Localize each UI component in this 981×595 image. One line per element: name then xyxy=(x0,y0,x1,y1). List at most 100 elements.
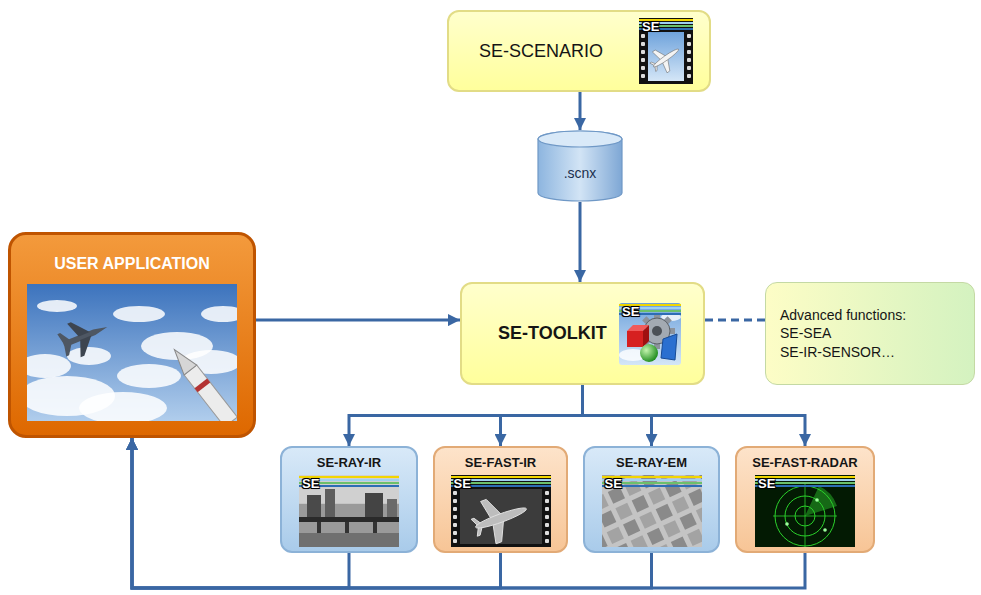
icon-picture-part xyxy=(695,505,701,522)
icon-picture-part xyxy=(687,34,691,38)
scene-picture xyxy=(27,284,237,421)
icon-picture-part xyxy=(627,331,643,347)
tool-box: SE-TOOLKITSE xyxy=(460,282,705,385)
icon-picture-part xyxy=(687,74,691,78)
icon-picture-part xyxy=(453,499,457,503)
icon-picture-part xyxy=(652,326,662,336)
icon-picture-part xyxy=(655,504,672,521)
product-icon: SE xyxy=(451,475,551,547)
scene-picture-part xyxy=(113,306,165,322)
note-box: Advanced functions:SE-SEASE-IR-SENSOR… xyxy=(765,282,975,385)
icon-picture-part xyxy=(687,529,702,546)
box-title: SE-SCENARIO xyxy=(479,41,603,62)
icon-picture-part xyxy=(602,534,608,547)
icon-picture-part xyxy=(687,58,691,62)
icon-picture-part xyxy=(365,493,383,519)
icon-picture-part xyxy=(687,66,691,70)
icon-picture-part xyxy=(466,488,534,547)
icon-picture-part xyxy=(639,511,656,528)
icon-picture-part xyxy=(645,39,685,78)
scene-picture-part xyxy=(168,345,197,375)
icon-picture-part xyxy=(545,523,549,527)
icon-picture-part xyxy=(299,517,399,522)
icon-picture-part xyxy=(654,544,671,547)
icon-picture-part xyxy=(641,58,645,62)
icon-picture-part xyxy=(453,507,457,511)
icon-picture-part xyxy=(643,325,649,347)
icon-picture-part xyxy=(453,491,457,495)
icon-picture-part xyxy=(307,495,321,519)
icon-picture-part xyxy=(679,512,696,529)
icon-picture-part xyxy=(614,543,631,547)
icon-picture-part xyxy=(639,18,693,84)
icon-picture-part xyxy=(755,475,855,547)
box-title: USER APPLICATION xyxy=(54,255,210,273)
icon-picture-part xyxy=(602,475,702,547)
icon-picture-part xyxy=(474,505,528,531)
icon-logo: SE xyxy=(602,475,702,490)
scene-picture-part xyxy=(57,316,111,357)
icon-picture-part xyxy=(453,515,457,519)
icon-picture-part xyxy=(641,42,645,46)
icon-picture-part xyxy=(299,475,399,547)
flow-arrow xyxy=(256,319,460,322)
icon-picture-part xyxy=(823,528,827,532)
scene-picture-part xyxy=(117,364,181,388)
icon-picture-part xyxy=(545,539,549,543)
box-title: SE-RAY-EM xyxy=(616,456,687,471)
icon-picture-part xyxy=(671,496,688,513)
flow-arrow xyxy=(579,92,582,130)
icon-picture-part xyxy=(688,489,702,506)
icon-picture-part xyxy=(785,522,789,526)
flow-arrow xyxy=(501,385,583,446)
product-icon: SE xyxy=(602,475,702,547)
dashed-link xyxy=(705,319,765,322)
icon-picture-part xyxy=(387,499,397,519)
scene-picture-part xyxy=(201,306,237,322)
icon-picture-part xyxy=(630,535,647,547)
product-icon: SE xyxy=(639,18,693,84)
cylinder-outline-part xyxy=(538,131,622,147)
icon-picture-part xyxy=(640,344,658,362)
scene-picture-part xyxy=(27,354,71,378)
note-item: SE-IR-SENSOR… xyxy=(780,344,895,360)
icon-picture-part xyxy=(815,498,819,502)
box-title: SE-RAY-IR xyxy=(317,456,382,471)
icon-picture-part xyxy=(606,527,623,544)
icon-logo: SE xyxy=(619,303,681,318)
flow-arrow xyxy=(583,385,806,446)
flow-arrow xyxy=(579,202,582,282)
tool-box: SE-SCENARIO SE xyxy=(447,10,711,92)
icon-picture-part xyxy=(694,545,701,547)
icon-picture-part xyxy=(805,484,806,547)
icon-picture-part xyxy=(648,32,684,81)
scene-picture-part xyxy=(37,300,77,312)
icon-logo: SE xyxy=(299,475,399,490)
icon-picture-part xyxy=(453,523,457,527)
icon-picture-part xyxy=(602,510,616,527)
icon-picture-part xyxy=(602,494,609,511)
box-title: SE-FAST-RADAR xyxy=(752,456,857,471)
scene-picture-part xyxy=(184,365,237,421)
icon-picture-part xyxy=(545,491,549,495)
icon-picture-part xyxy=(687,50,691,54)
flow-arrow xyxy=(132,438,652,588)
icon-picture-part xyxy=(661,334,677,360)
module-box: SE-RAY-EM SE xyxy=(583,446,720,553)
data-file: .scnx xyxy=(537,130,623,202)
scene-picture-part xyxy=(67,317,97,357)
scene-picture-part xyxy=(67,347,111,365)
icon-picture-part xyxy=(648,487,665,504)
file-label: .scnx xyxy=(564,165,597,181)
module-box: SE-FAST-RADARSE xyxy=(735,446,875,553)
icon-picture-part xyxy=(641,34,645,38)
flow-arrow xyxy=(132,438,805,588)
icon-picture-part xyxy=(299,533,399,547)
scene-picture-part xyxy=(79,392,167,421)
product-icon: SE xyxy=(299,475,399,547)
note-item: SE-SEA xyxy=(780,325,831,341)
scene-picture-part xyxy=(195,379,211,393)
icon-picture-part xyxy=(325,489,335,519)
